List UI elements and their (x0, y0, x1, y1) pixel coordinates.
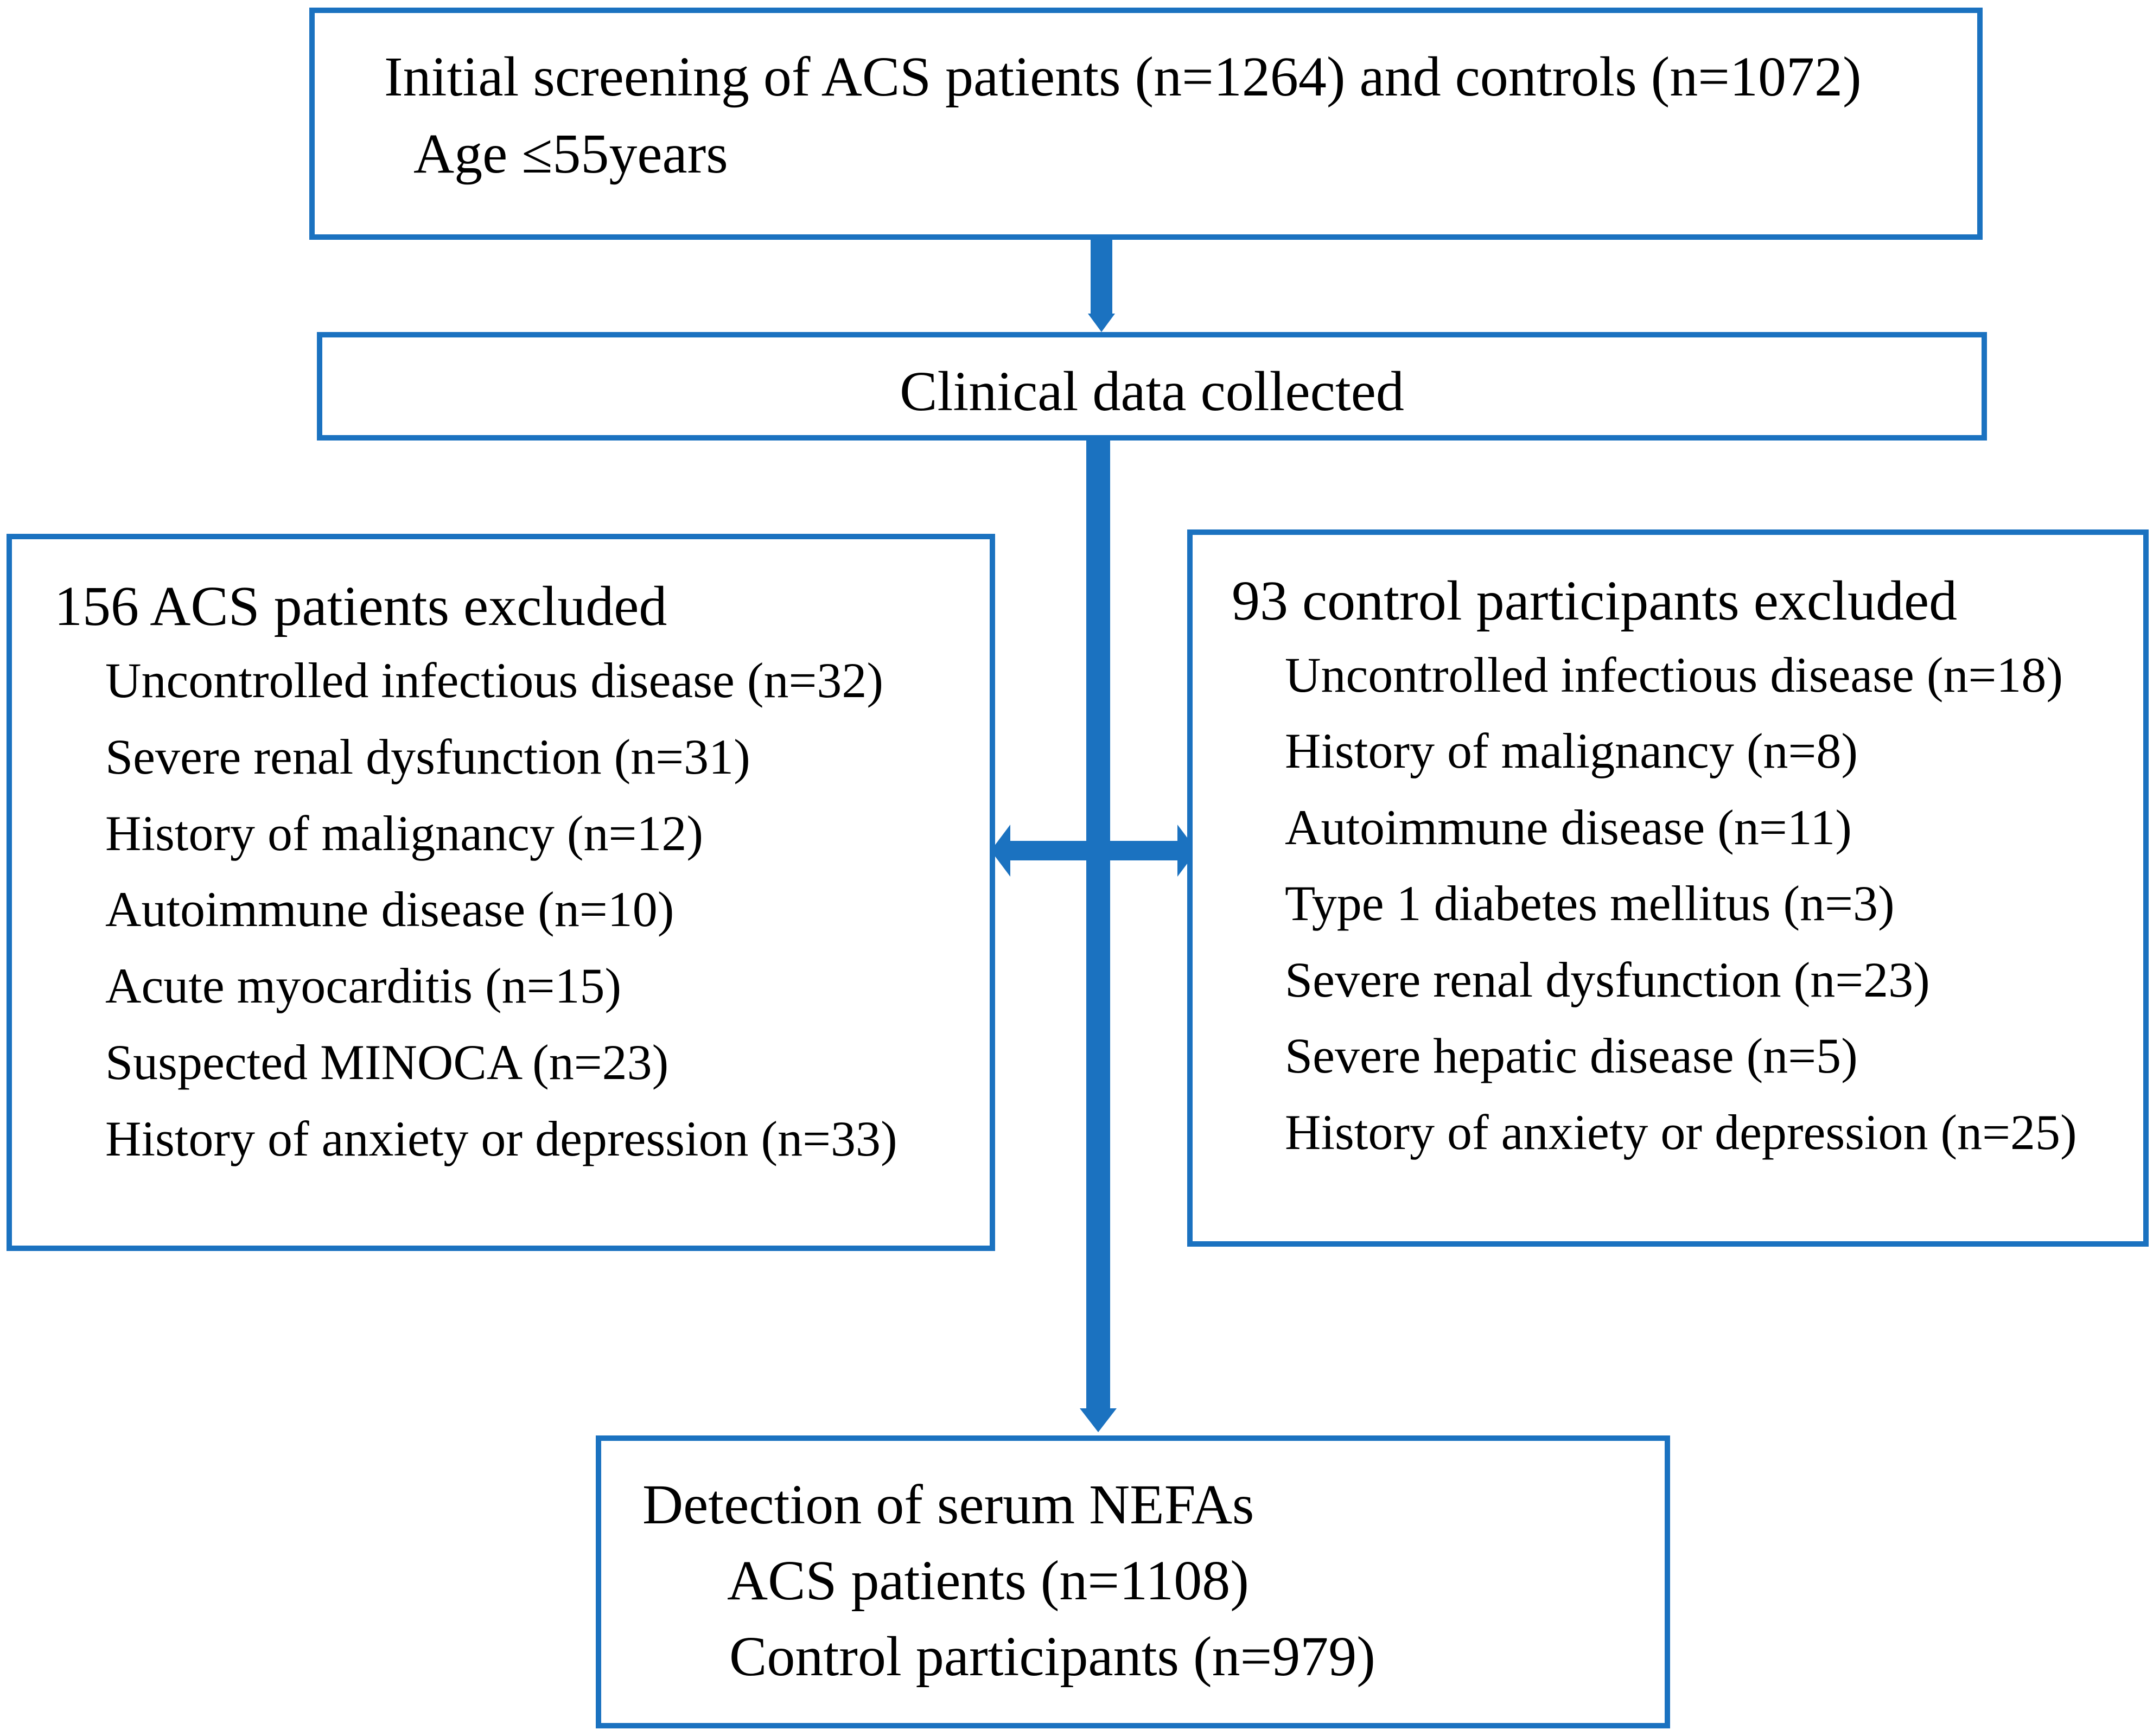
trunk-line (1086, 434, 1110, 1410)
control-excluded-item: History of malignancy (n=8) (1285, 723, 1858, 778)
acs-excluded-item: History of malignancy (n=12) (105, 806, 703, 861)
arrow-shaft-screening-to-clinical (1091, 236, 1112, 315)
detection-title: Detection of serum NEFAs (642, 1473, 1254, 1536)
clinical-data-label: Clinical data collected (900, 360, 1404, 423)
acs-excluded-item: Severe renal dysfunction (n=31) (105, 729, 750, 784)
control-excluded-title: 93 control participants excluded (1232, 570, 1958, 632)
detection-box: Detection of serum NEFAs ACS patients (n… (596, 1435, 1670, 1728)
screening-line-1: Initial screening of ACS patients (n=126… (384, 46, 1862, 108)
branch-line (1009, 841, 1188, 860)
acs-excluded-title: 156 ACS patients excluded (54, 575, 667, 637)
control-excluded-item: Severe hepatic disease (n=5) (1285, 1028, 1858, 1083)
arrow-head-to-detection (1080, 1408, 1117, 1432)
control-excluded-box: 93 control participants excluded Uncontr… (1187, 529, 2149, 1247)
arrow-head-to-acs-excluded (991, 825, 1010, 877)
arrow-head-screening-to-clinical (1088, 314, 1115, 332)
detection-item: ACS patients (n=1108) (727, 1549, 1249, 1612)
acs-excluded-item: Acute myocarditis (n=15) (105, 958, 622, 1013)
control-excluded-item: History of anxiety or depression (n=25) (1285, 1105, 2077, 1160)
control-excluded-item: Type 1 diabetes mellitus (n=3) (1285, 876, 1895, 931)
acs-excluded-box: 156 ACS patients excluded Uncontrolled i… (7, 534, 995, 1251)
control-excluded-item: Uncontrolled infectious disease (n=18) (1285, 647, 2063, 703)
detection-item: Control participants (n=979) (729, 1625, 1375, 1688)
screening-box: Initial screening of ACS patients (n=126… (309, 8, 1983, 240)
screening-line-2: Age ≤55years (413, 123, 728, 185)
acs-excluded-item: History of anxiety or depression (n=33) (105, 1111, 897, 1166)
control-excluded-item: Autoimmune disease (n=11) (1285, 800, 1852, 855)
acs-excluded-item: Autoimmune disease (n=10) (105, 882, 674, 937)
control-excluded-item: Severe renal dysfunction (n=23) (1285, 952, 1930, 1007)
clinical-data-box: Clinical data collected (317, 332, 1987, 441)
acs-excluded-item: Suspected MINOCA (n=23) (105, 1035, 669, 1090)
acs-excluded-item: Uncontrolled infectious disease (n=32) (105, 653, 884, 708)
